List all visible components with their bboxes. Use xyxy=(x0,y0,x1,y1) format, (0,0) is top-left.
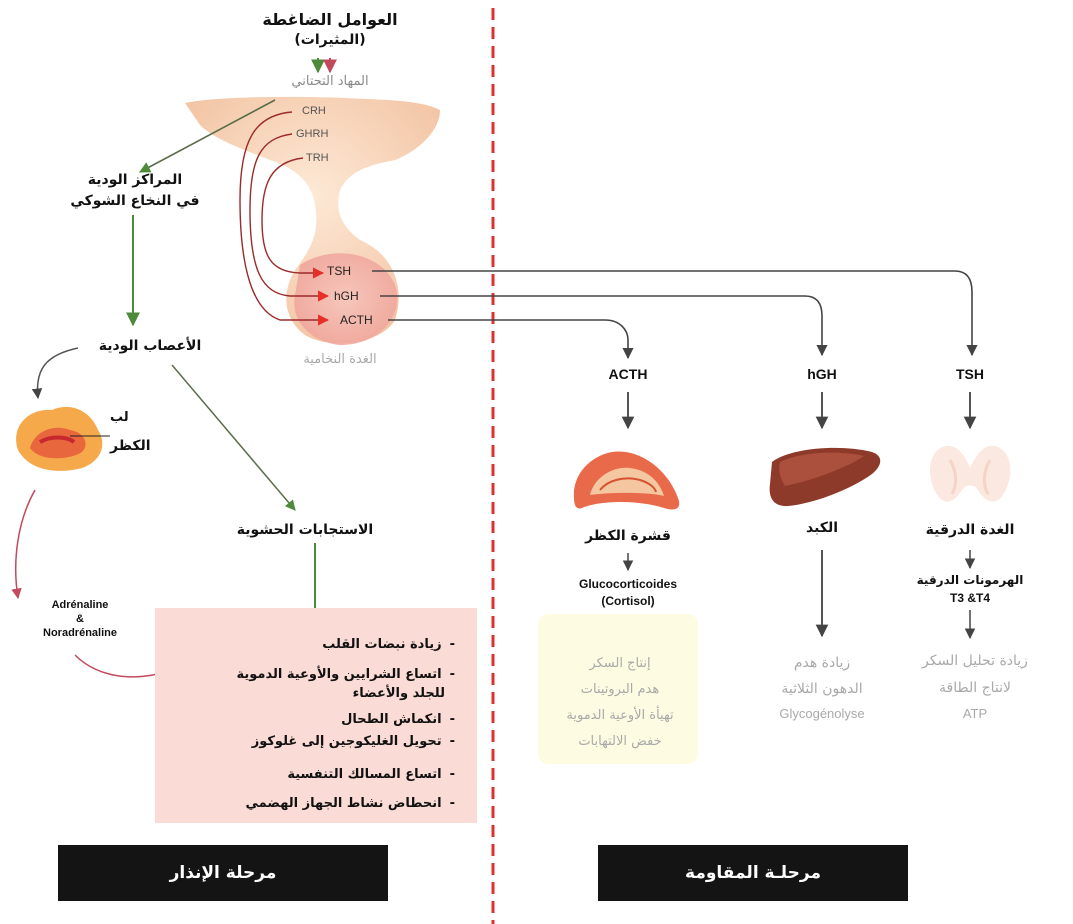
acth-effect: إنتاج السكر xyxy=(530,656,710,671)
sympathetic-centers-line1: المراكز الودية xyxy=(60,172,210,188)
adrenal-medulla-gland xyxy=(16,407,102,471)
pituitary-label: الغدة النخامية xyxy=(285,352,395,367)
crh-label: CRH xyxy=(302,105,326,117)
stressors-title: العوامل الضاغطة xyxy=(240,10,420,29)
thyroid-hormones-label: الهرمونات الدرقية xyxy=(895,573,1045,587)
sympathetic-centers-line2: في النخاع الشوكي xyxy=(60,193,210,209)
trh-label: TRH xyxy=(306,152,329,164)
hypothalamus-label: المهاد التحتاني xyxy=(250,74,410,89)
hgh-effect: الدهون الثلاثية xyxy=(742,681,902,697)
adrenaline-label: Adrénaline xyxy=(20,599,140,611)
effect-item: -اتساع المسالك التنفسية xyxy=(287,766,455,783)
hgh-effect: زيادة هدم xyxy=(742,655,902,671)
effect-item: -انحطاض نشاط الجهاز الهضمي xyxy=(246,795,455,812)
hgh-pituitary-label: hGH xyxy=(334,289,359,303)
adrenal-cortex-label: قشرة الكظر xyxy=(563,528,693,544)
stressors-subtitle: (المثيرات) xyxy=(240,32,420,48)
acth-pituitary-label: ACTH xyxy=(340,313,373,327)
t3-t4-label: T3 &T4 xyxy=(895,591,1045,605)
alarm-effects-box: -زيادة نبضات القلب -اتساع الشرايين والأو… xyxy=(155,608,477,823)
hgh-branch-hormone: hGH xyxy=(782,366,862,382)
liver-organ xyxy=(770,448,881,506)
acth-effect: هدم البروتينات xyxy=(530,682,710,697)
effect-item: -اتساع الشرايين والأوعية الدموية xyxy=(237,666,456,683)
alarm-phase-label: مرحلة الإنذار xyxy=(58,845,388,901)
adrenal-medulla-line2: الكظر xyxy=(110,438,151,454)
thyroid-label: الغدة الدرقية xyxy=(900,522,1040,538)
hgh-effect: Glycogénolyse xyxy=(742,706,902,721)
glucocorticoids-label: Glucocorticoides xyxy=(548,577,708,591)
effect-item: -تحويل الغليكوجين إلى غلوكوز xyxy=(252,733,455,750)
thyroid-gland xyxy=(930,446,1010,502)
acth-branch-hormone: ACTH xyxy=(588,366,668,382)
tsh-branch-hormone: TSH xyxy=(930,366,1010,382)
tsh-effect: ATP xyxy=(890,706,1060,721)
ghrh-label: GHRH xyxy=(296,128,328,140)
adrenal-medulla-line1: لب xyxy=(110,410,129,425)
visceral-responses-label: الاستجابات الحشوية xyxy=(210,522,400,538)
resistance-phase-label: مرحلـة المقاومة xyxy=(598,845,908,901)
effect-item: -انكماش الطحال xyxy=(341,711,455,728)
tsh-pituitary-label: TSH xyxy=(327,264,351,278)
adrenal-cortex-gland xyxy=(574,452,679,510)
tsh-effect: لانتاج الطاقة xyxy=(890,680,1060,696)
acth-effect: خفض الالتهابات xyxy=(530,734,710,749)
effect-item-continued: للجلد والأعضاء xyxy=(353,685,445,702)
cortisol-label: (Cortisol) xyxy=(548,594,708,608)
noradrenaline-label: Noradrénaline xyxy=(20,627,140,639)
ampersand-label: & xyxy=(20,613,140,625)
tsh-effect: زيادة تحليل السكر xyxy=(890,653,1060,669)
effect-item: -زيادة نبضات القلب xyxy=(322,636,455,653)
liver-label: الكبد xyxy=(772,520,872,536)
sympathetic-nerves-label: الأعصاب الودية xyxy=(80,338,220,354)
acth-effect: تهيأة الأوعية الدموية xyxy=(520,708,720,723)
